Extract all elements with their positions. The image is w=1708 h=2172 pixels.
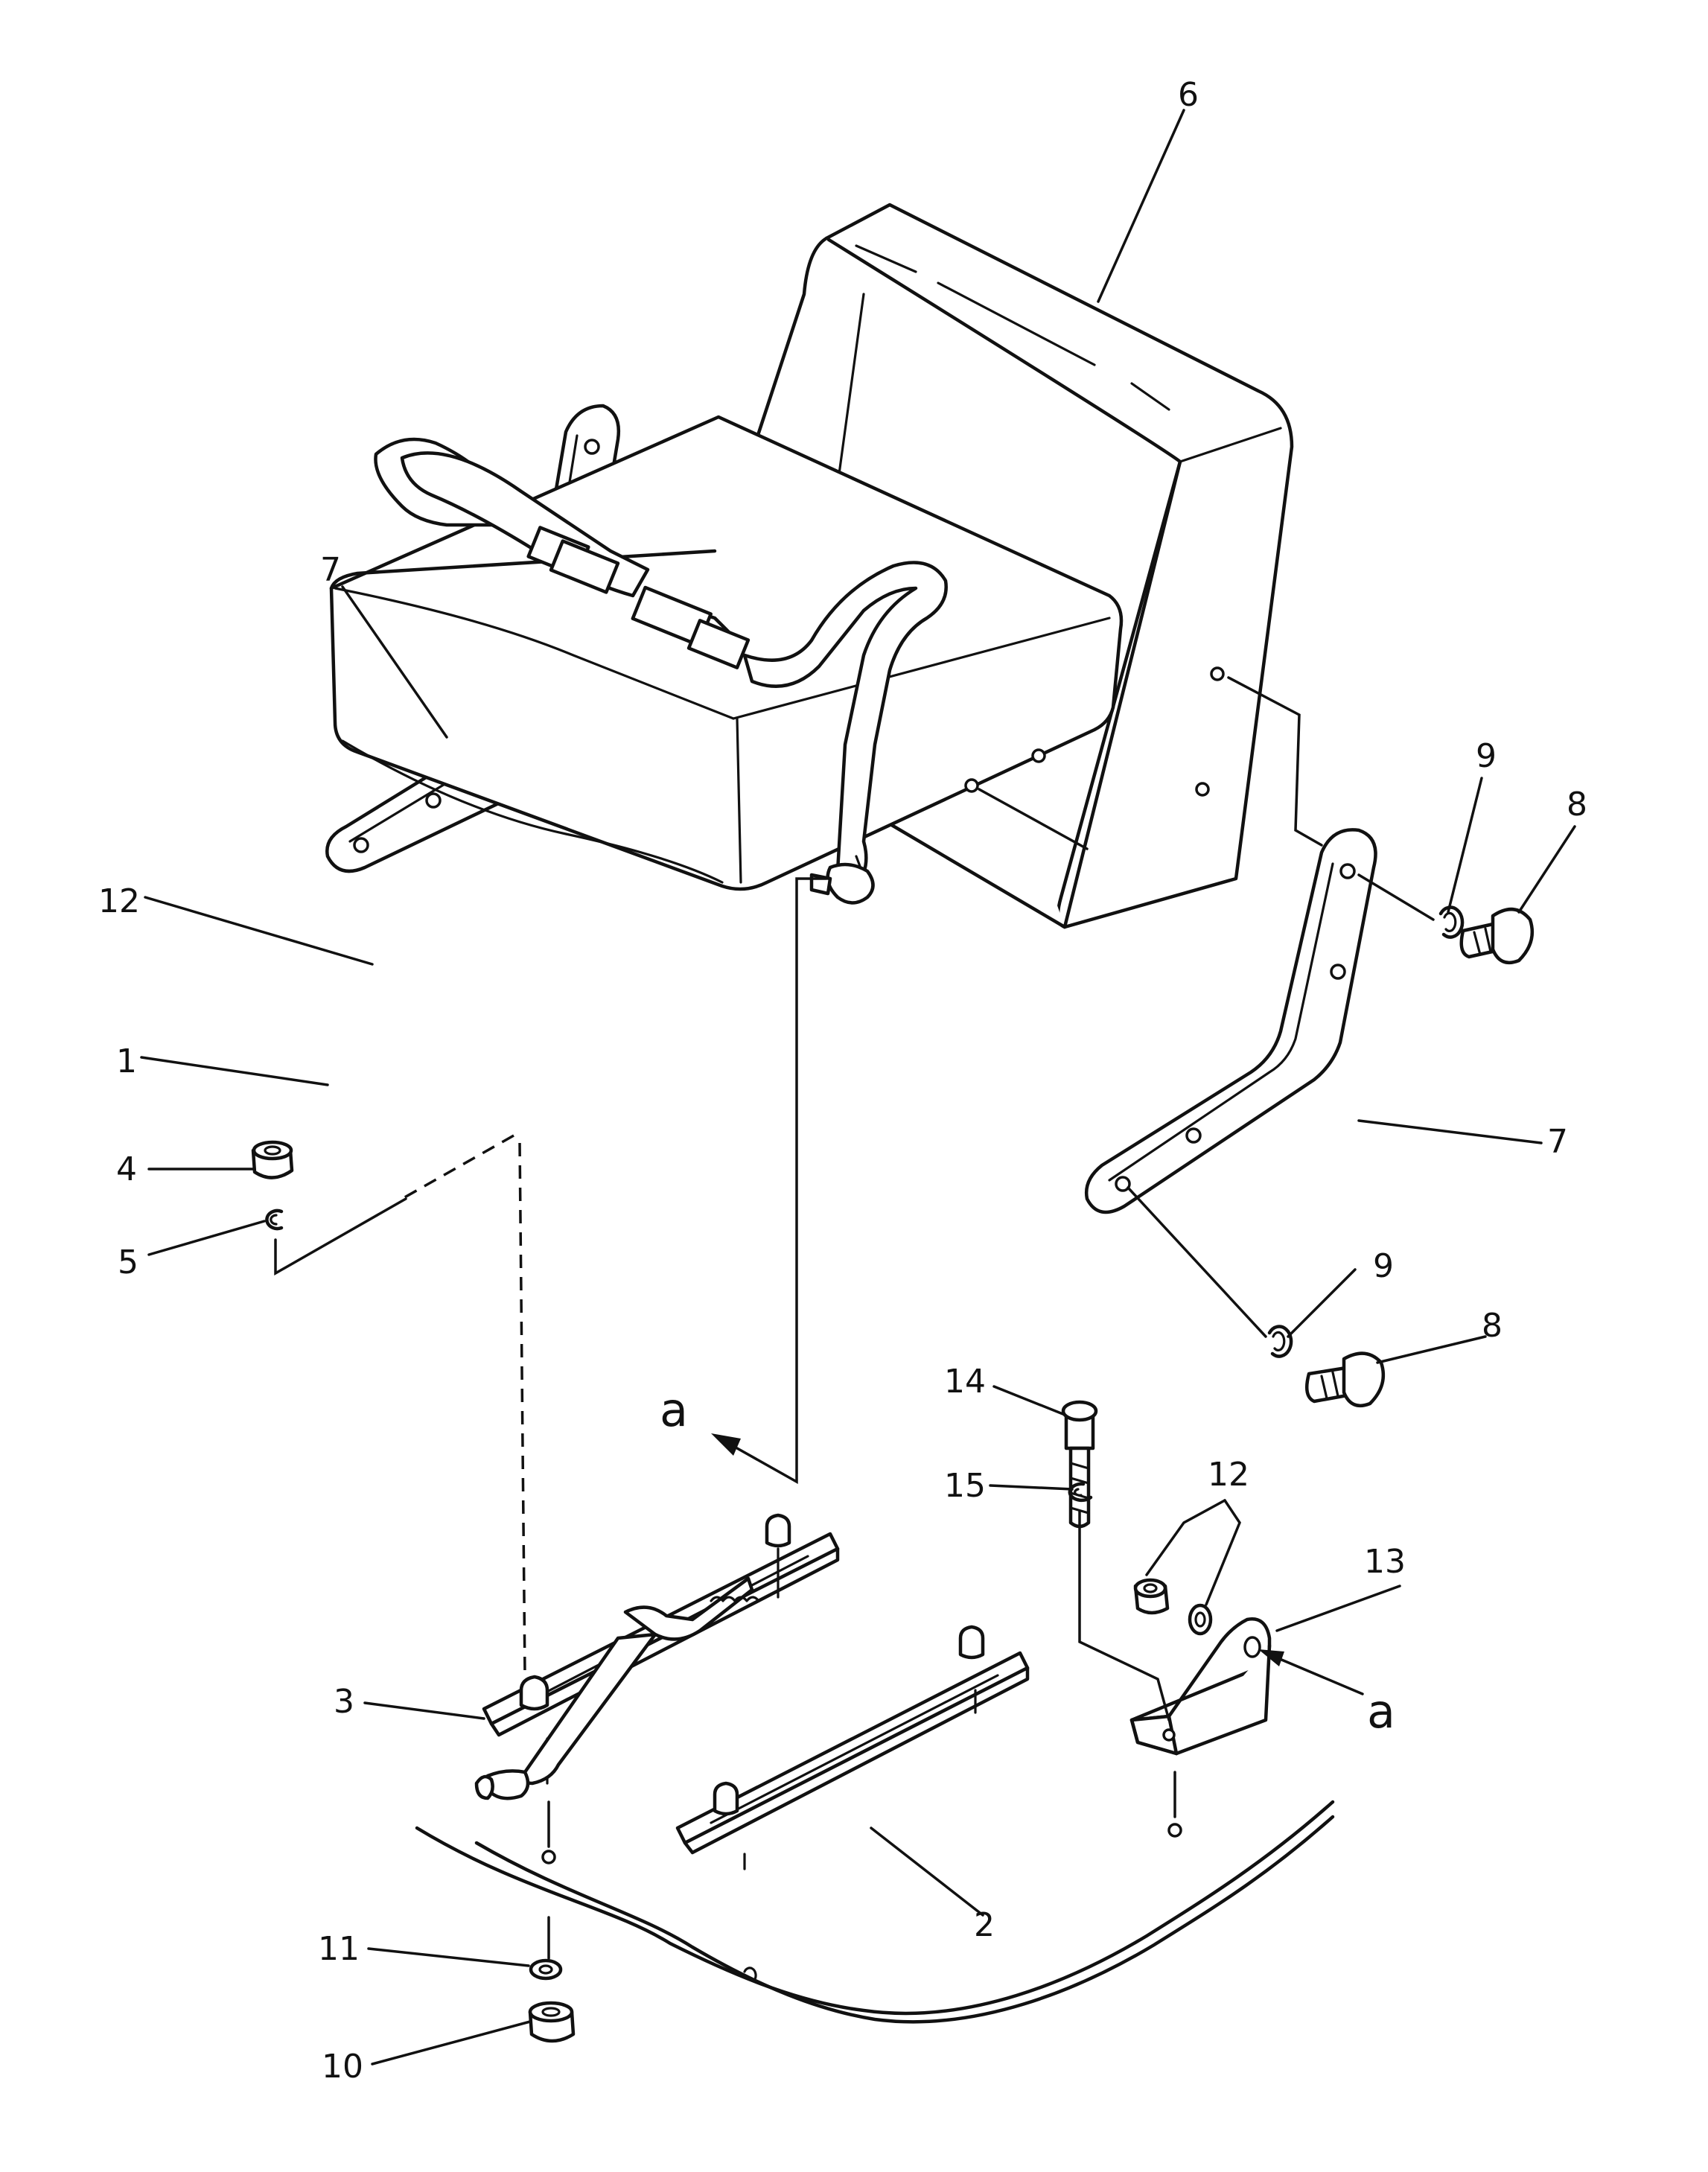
callout-12-belt: 12: [98, 882, 140, 920]
callout-labels: 6 7 12 1 4 5 9 8 7 9 8 14 15 12 13 3 2 1…: [98, 76, 1587, 2086]
belt-mount-bracket: [1129, 1617, 1272, 1756]
nut-4: [251, 1140, 294, 1179]
callout-1: 1: [116, 1042, 137, 1080]
assembly-lines: [274, 676, 1435, 1960]
view-marker-right: a: [1367, 1684, 1395, 1739]
bracket-nut: [1133, 1578, 1170, 1615]
seat-rail-plain: [675, 1625, 1030, 1870]
seat-belt: [374, 437, 948, 905]
callout-4: 4: [116, 1150, 137, 1188]
callout-7-right: 7: [1547, 1123, 1568, 1161]
callout-14: 14: [944, 1363, 986, 1401]
bolt-14: [1061, 1400, 1098, 1529]
washer-15: [1068, 1482, 1093, 1503]
upper-bolt: [1459, 908, 1535, 965]
callout-12-bracket: 12: [1208, 1456, 1249, 1494]
callout-7-left: 7: [320, 551, 341, 589]
floor-panel: [415, 1800, 1335, 2024]
callout-5: 5: [118, 1243, 138, 1281]
washer-11: [529, 1958, 563, 1981]
callout-leaders: [140, 109, 1576, 2066]
callout-3: 3: [334, 1683, 354, 1721]
right-arm-bracket: [1084, 828, 1377, 1214]
seat-rail-with-lever: [474, 1513, 840, 1800]
callout-15: 15: [944, 1467, 986, 1505]
callout-2: 2: [974, 1906, 995, 1944]
callout-11: 11: [318, 1930, 360, 1968]
callout-13: 13: [1364, 1543, 1406, 1581]
callout-9-upper: 9: [1476, 737, 1497, 775]
callout-6: 6: [1178, 76, 1199, 114]
washer-5: [265, 1208, 284, 1231]
callout-9-lower: 9: [1373, 1247, 1394, 1285]
lower-spring-washer: [1267, 1325, 1293, 1358]
callout-10: 10: [322, 2048, 363, 2086]
bracket-washer: [1188, 1603, 1213, 1636]
upper-spring-washer: [1438, 905, 1465, 939]
lower-bolt: [1304, 1351, 1386, 1408]
callout-8-upper: 8: [1567, 786, 1587, 824]
nut-10: [528, 2001, 576, 2043]
callout-8-lower: 8: [1482, 1307, 1503, 1345]
view-marker-left: a: [660, 1383, 688, 1437]
